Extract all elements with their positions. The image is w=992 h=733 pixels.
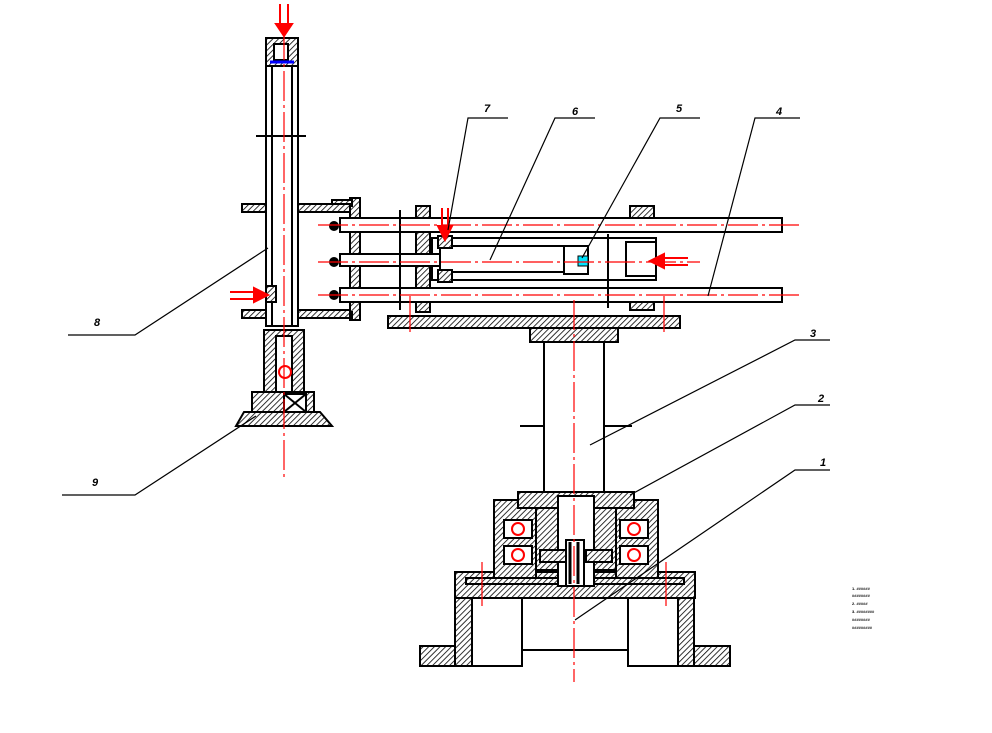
note-line-1: 1. ###### — [852, 586, 871, 591]
note-line-6: ######### — [852, 625, 873, 630]
part-label-3: 3 — [810, 328, 816, 340]
part-labels: 1 2 3 4 5 6 7 8 9 — [92, 103, 826, 489]
part-label-9: 9 — [92, 477, 99, 489]
technical-notes: 1. ###### ######## 2. ##### 3. ######## … — [852, 586, 875, 630]
arm-assembly — [329, 197, 783, 329]
part-label-7: 7 — [484, 103, 491, 115]
part-label-1: 1 — [820, 457, 826, 469]
note-line-4: 3. ######## — [852, 609, 875, 614]
part-label-2: 2 — [817, 393, 824, 405]
wrist-cylinder — [241, 37, 351, 327]
center-lines — [283, 30, 800, 682]
bearing-housing — [493, 491, 659, 587]
note-line-3: 2. ##### — [852, 601, 868, 606]
part-label-6: 6 — [572, 106, 579, 118]
part-label-8: 8 — [94, 317, 101, 329]
part-label-5: 5 — [676, 103, 683, 115]
note-line-2: ######## — [852, 593, 871, 598]
note-line-5: ######## — [852, 617, 871, 622]
vertical-column — [520, 327, 632, 493]
part-label-4: 4 — [775, 106, 782, 118]
leader-lines — [62, 117, 830, 621]
